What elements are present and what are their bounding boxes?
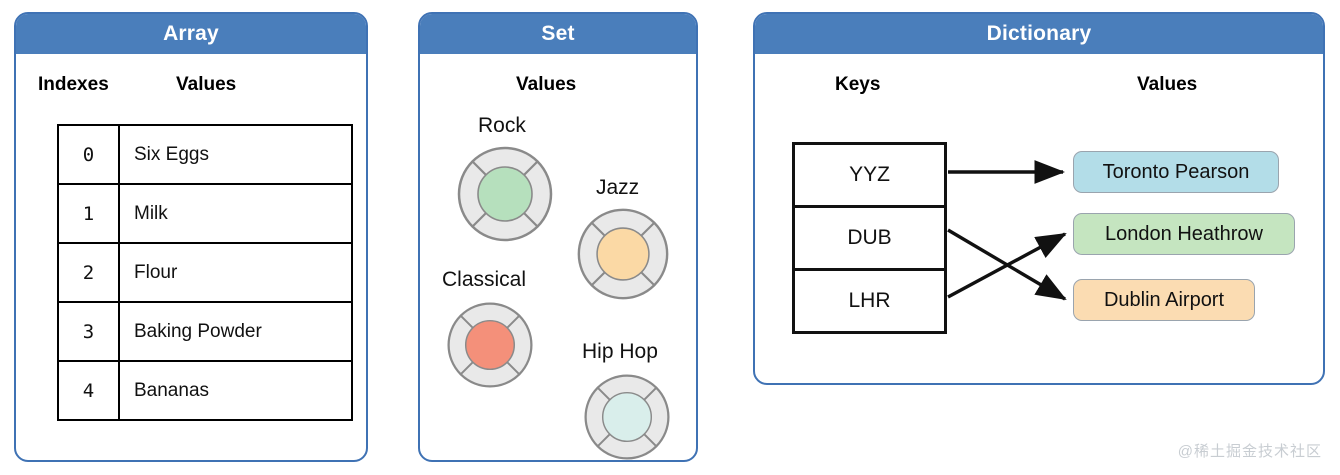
array-panel-title: Array	[16, 14, 366, 54]
set-panel-body: Values Rock Jazz	[420, 54, 696, 460]
dictionary-panel-body: Keys Values YYZ DUB LHR	[755, 54, 1323, 383]
dictionary-value-label: Toronto Pearson	[1102, 160, 1250, 183]
table-row: 2 Flour	[57, 242, 353, 303]
set-item-hip-hop	[582, 372, 672, 460]
array-panel: Array Indexes Values 0 Six Eggs 1 Milk 2	[14, 12, 368, 462]
set-item-jazz	[575, 206, 671, 302]
set-item-label-rock: Rock	[478, 114, 526, 137]
table-row: 4 Bananas	[57, 360, 353, 421]
array-index-cell: 1	[57, 183, 120, 244]
donut-icon	[457, 146, 553, 242]
dictionary-key-cell: DUB	[792, 205, 947, 271]
array-index-cell: 2	[57, 242, 120, 303]
table-row: LHR	[792, 268, 947, 334]
watermark: @稀土掘金技术社区	[1177, 443, 1322, 460]
dictionary-value-label: London Heathrow	[1105, 222, 1263, 245]
set-item-label-classical: Classical	[442, 268, 527, 291]
donut-icon	[577, 208, 669, 300]
set-panel: Set Values Rock Jazz	[418, 12, 698, 462]
dictionary-key-cell: YYZ	[792, 142, 947, 208]
array-value-cell: Flour	[118, 242, 353, 303]
table-row: 1 Milk	[57, 183, 353, 244]
donut-core	[464, 319, 516, 371]
donut-core	[601, 391, 653, 443]
array-indexes-caption: Indexes	[38, 74, 109, 95]
dictionary-panel-title: Dictionary	[755, 14, 1323, 54]
arrow-lhr-london	[947, 232, 1067, 299]
dictionary-keys-table: YYZ DUB LHR	[792, 142, 947, 334]
dictionary-panel: Dictionary Keys Values YYZ DUB LHR	[753, 12, 1325, 385]
donut-icon	[584, 374, 670, 460]
table-row: YYZ	[792, 142, 947, 208]
table-row: 3 Baking Powder	[57, 301, 353, 362]
array-table: 0 Six Eggs 1 Milk 2 Flour 3 Baking Powde…	[57, 124, 353, 421]
dictionary-value-dublin-airport: Dublin Airport	[1073, 279, 1255, 321]
array-value-cell: Bananas	[118, 360, 353, 421]
array-index-cell: 4	[57, 360, 120, 421]
dictionary-values-caption: Values	[1137, 74, 1198, 95]
array-index-cell: 3	[57, 301, 120, 362]
array-value-cell: Baking Powder	[118, 301, 353, 362]
set-values-caption: Values	[516, 74, 577, 95]
array-value-cell: Six Eggs	[118, 124, 353, 185]
array-index-cell: 0	[57, 124, 120, 185]
array-value-cell: Milk	[118, 183, 353, 244]
set-item-rock	[455, 144, 555, 244]
set-item-classical	[445, 300, 535, 390]
donut-icon	[447, 302, 533, 388]
donut-core	[477, 166, 533, 222]
arrow-dub-dublin	[947, 228, 1067, 301]
array-table-body: 0 Six Eggs 1 Milk 2 Flour 3 Baking Powde…	[57, 124, 353, 421]
donut-core	[596, 227, 650, 281]
array-panel-body: Indexes Values 0 Six Eggs 1 Milk 2 Flour	[16, 54, 366, 460]
dictionary-value-london-heathrow: London Heathrow	[1073, 213, 1295, 255]
dictionary-value-label: Dublin Airport	[1103, 288, 1225, 311]
array-values-caption: Values	[176, 74, 237, 95]
dictionary-keys-caption: Keys	[835, 74, 881, 95]
set-item-label-hip-hop: Hip Hop	[582, 340, 658, 363]
dictionary-keys-body: YYZ DUB LHR	[792, 142, 947, 334]
set-panel-title: Set	[420, 14, 696, 54]
table-row: DUB	[792, 205, 947, 271]
dictionary-key-cell: LHR	[792, 268, 947, 334]
set-item-label-jazz: Jazz	[596, 176, 640, 199]
table-row: 0 Six Eggs	[57, 124, 353, 185]
dictionary-value-toronto-pearson: Toronto Pearson	[1073, 151, 1279, 193]
